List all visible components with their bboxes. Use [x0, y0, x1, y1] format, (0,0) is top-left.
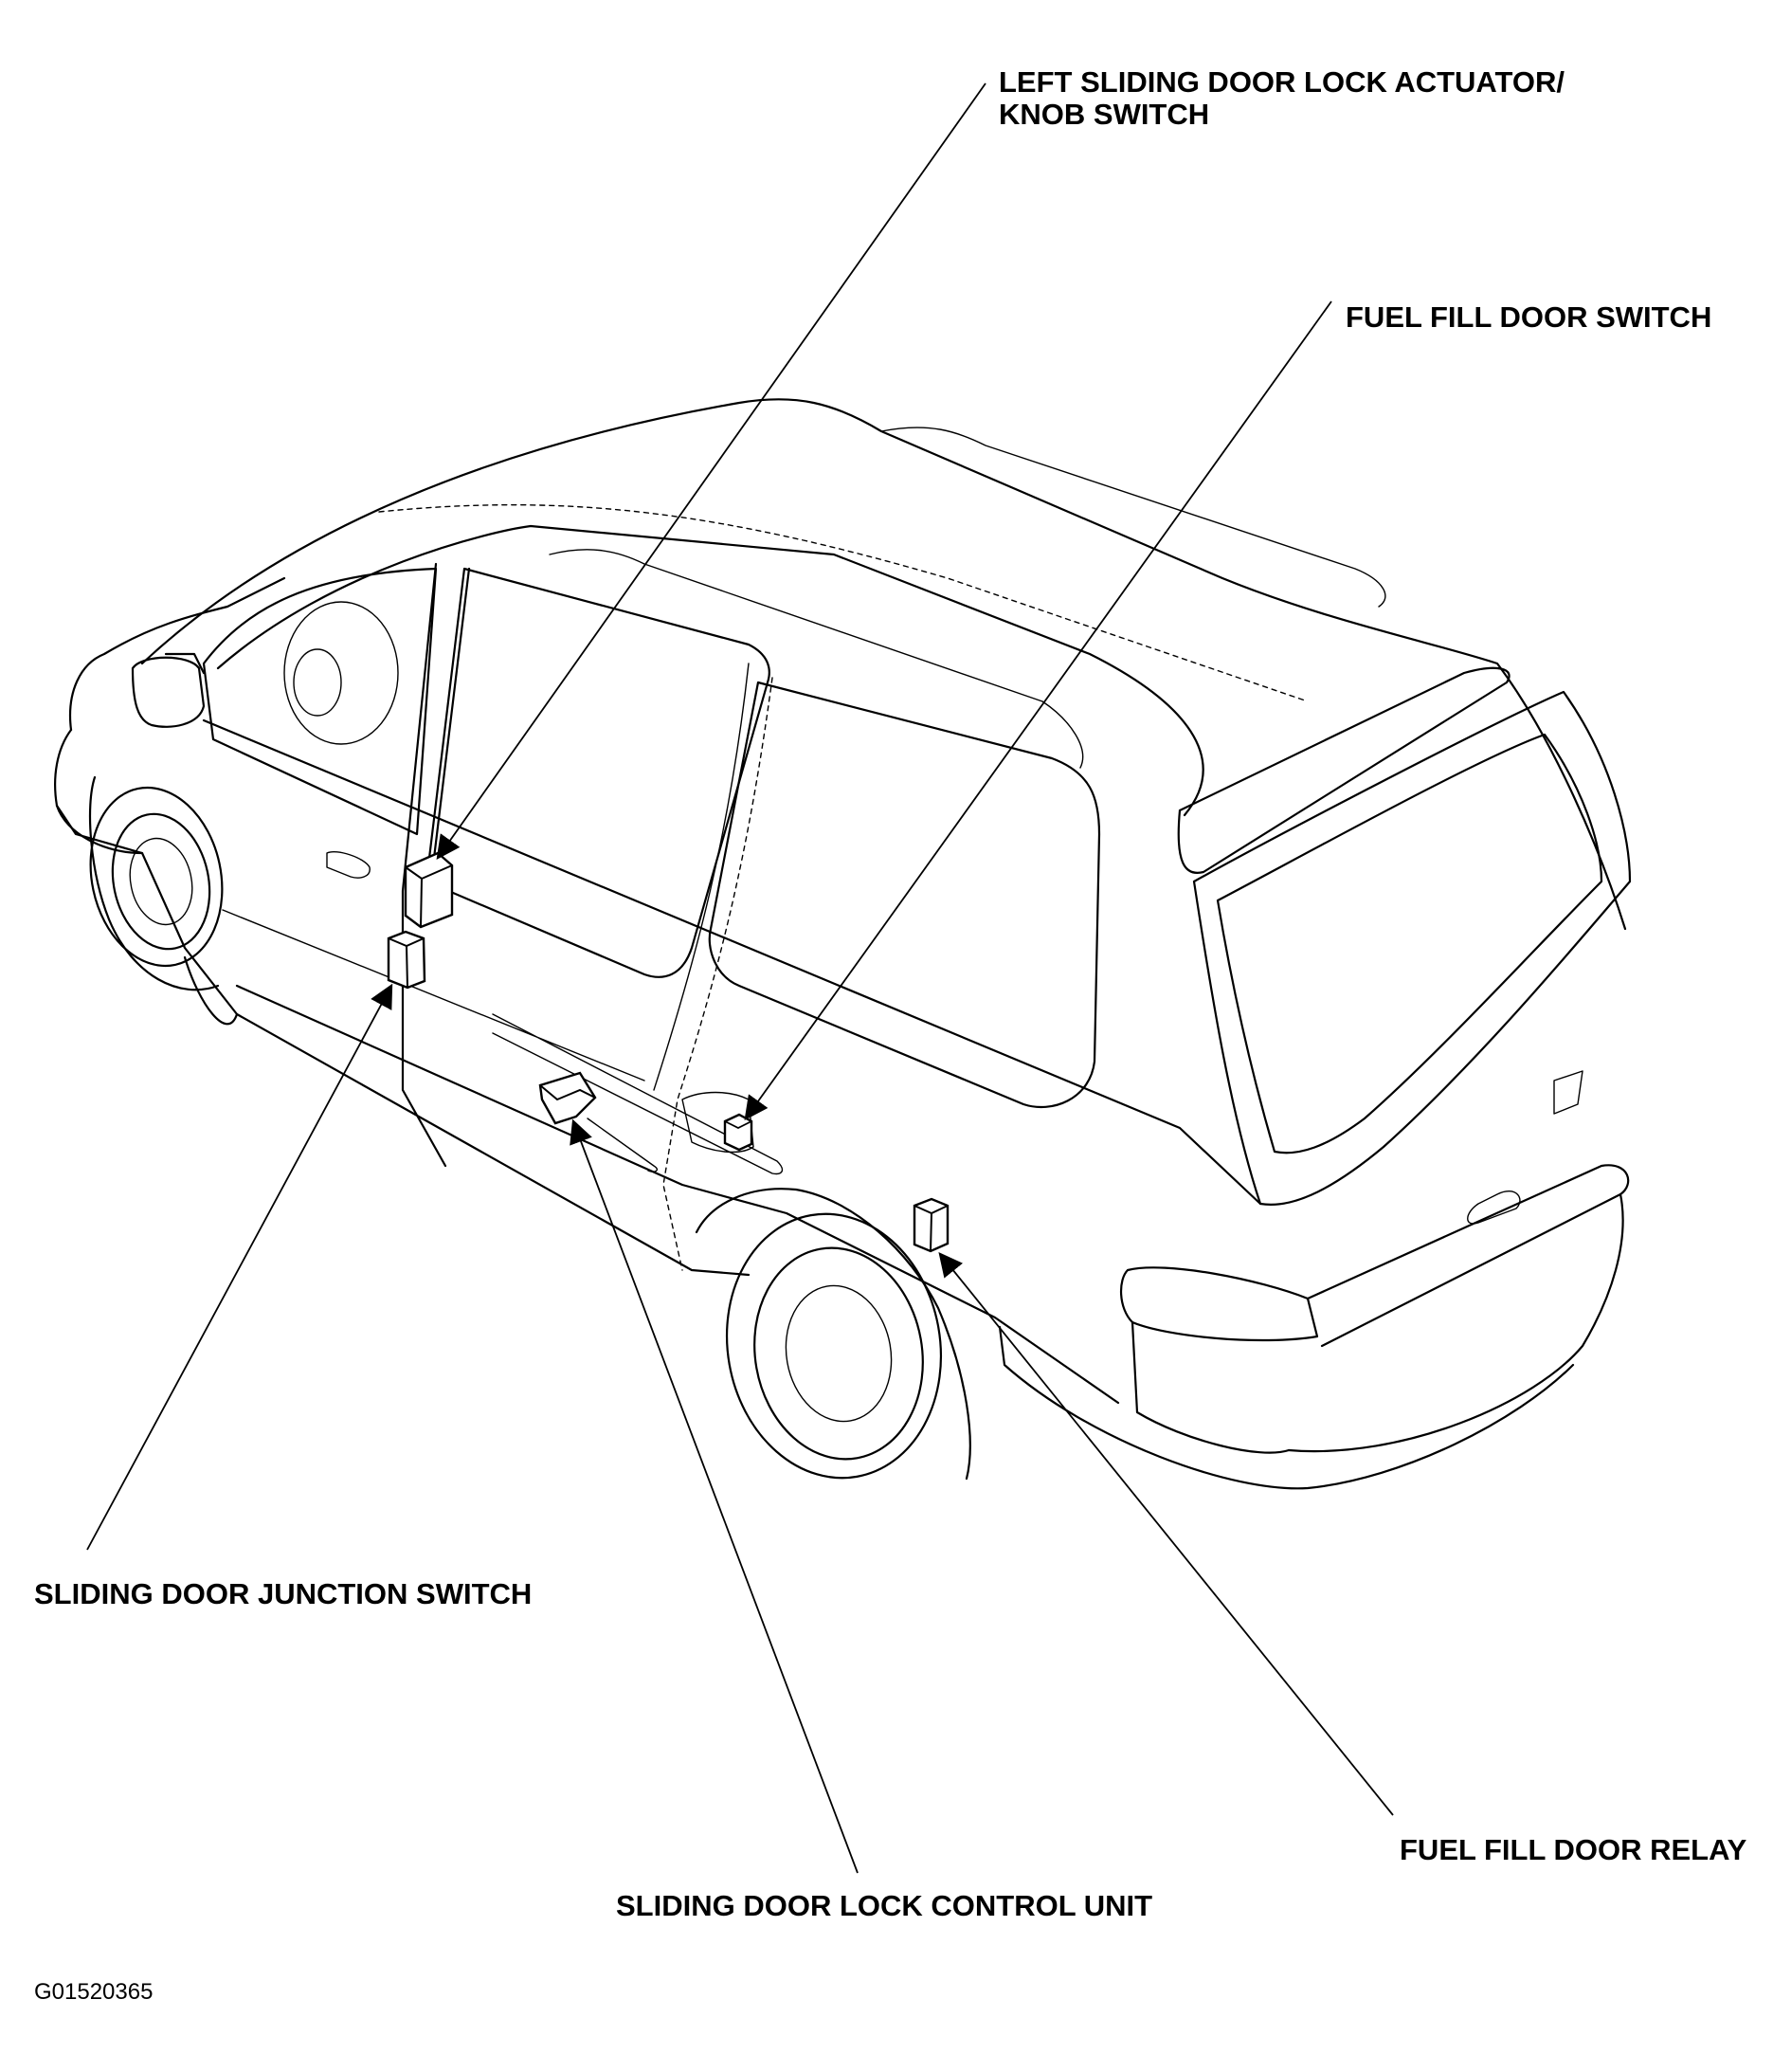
sliding-door-lock-control-unit: [538, 1071, 597, 1125]
leader-junction-switch: [86, 983, 393, 1551]
fuel-fill-door-relay: [913, 1197, 950, 1253]
leader-fuel-fill-relay: [938, 1252, 1394, 1816]
label-left-actuator-line1: LEFT SLIDING DOOR LOCK ACTUATOR/: [999, 65, 1565, 99]
leader-left-actuator: [436, 82, 986, 861]
leader-control-unit: [570, 1118, 859, 1874]
label-left-actuator-line2: KNOB SWITCH: [999, 98, 1210, 131]
leader-fuel-fill-switch: [744, 300, 1332, 1121]
left-sliding-door-lock-actuator: [404, 851, 454, 929]
sliding-door-junction-switch: [387, 930, 426, 990]
label-sliding-door-lock-control-unit: SLIDING DOOR LOCK CONTROL UNIT: [616, 1889, 1153, 1922]
label-left-sliding-door-lock-actuator: LEFT SLIDING DOOR LOCK ACTUATOR/ KNOB SW…: [999, 66, 1565, 131]
label-sliding-door-junction-switch: SLIDING DOOR JUNCTION SWITCH: [34, 1577, 533, 1610]
label-fuel-fill-door-switch: FUEL FILL DOOR SWITCH: [1346, 300, 1712, 334]
fuel-fill-door-switch: [723, 1113, 753, 1152]
minivan-illustration: [54, 398, 1632, 1490]
figure-code: G01520365: [34, 1979, 154, 2005]
label-fuel-fill-door-relay: FUEL FILL DOOR RELAY: [1400, 1833, 1747, 1866]
